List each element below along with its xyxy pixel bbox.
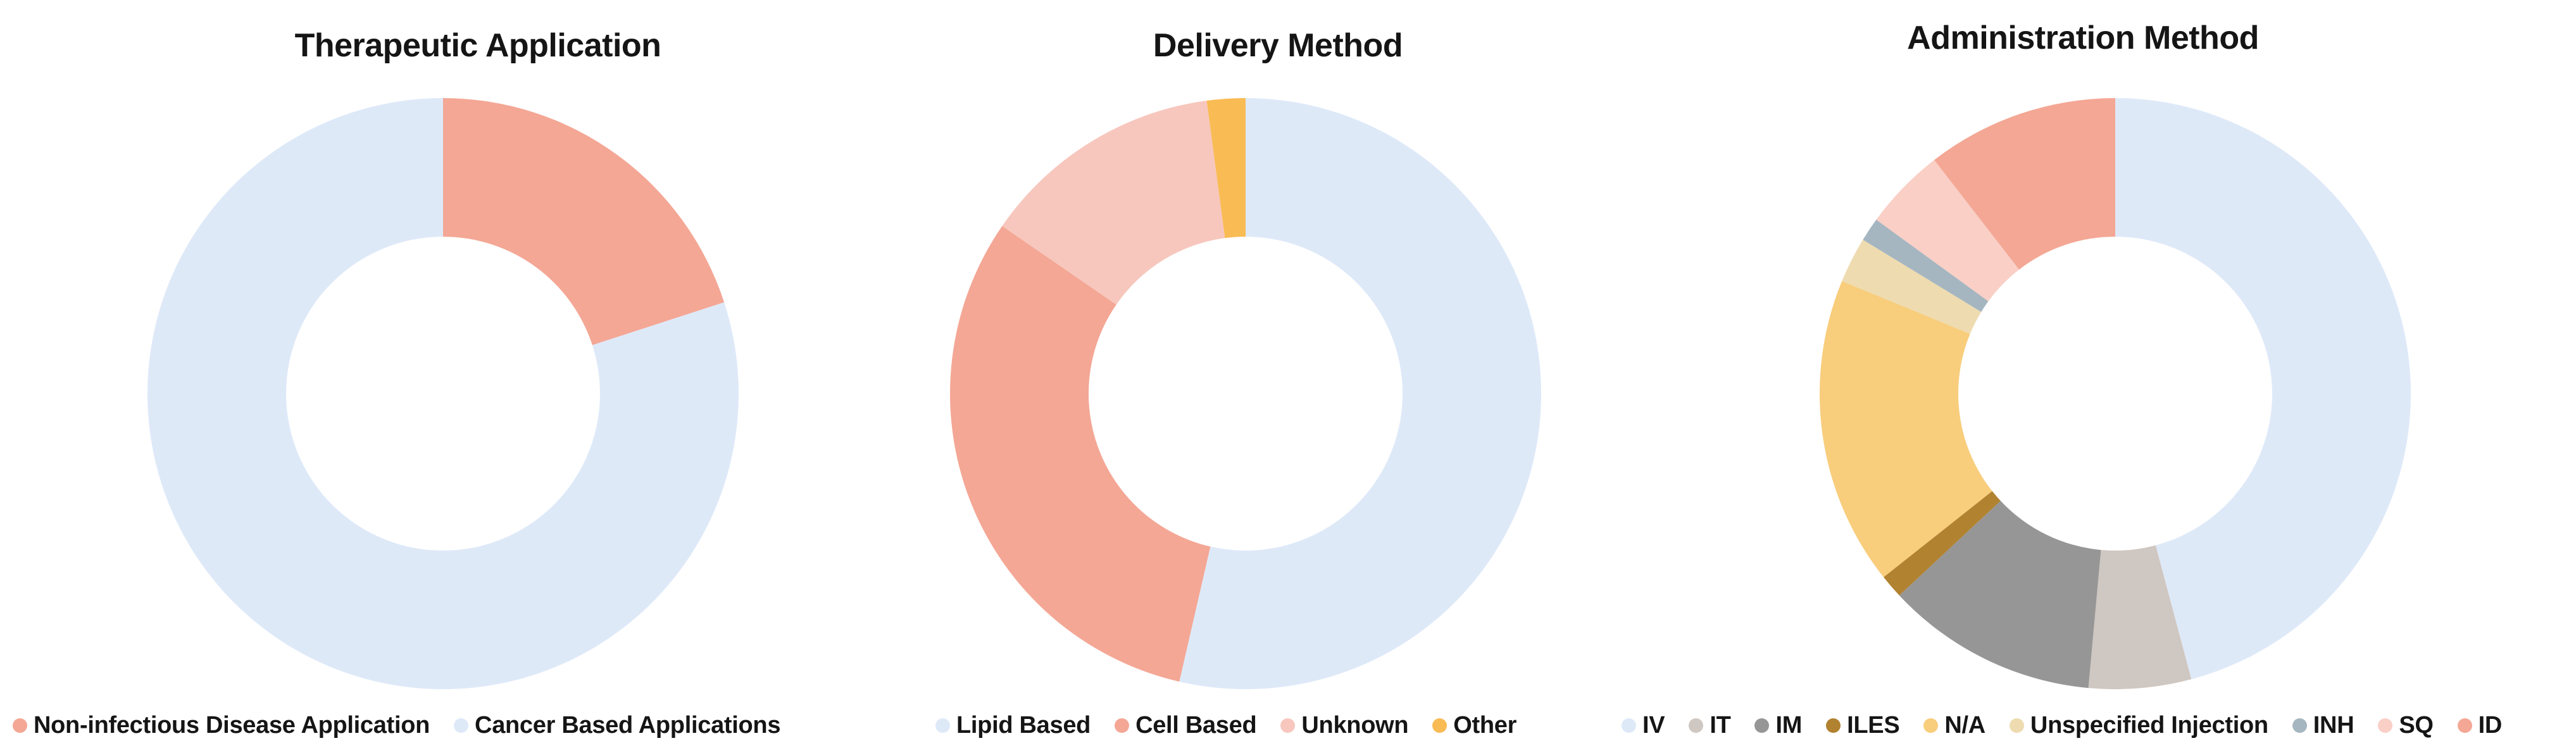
pie-slice-inh[interactable]: [1863, 220, 1989, 312]
pie-slice-iv[interactable]: [2115, 98, 2411, 680]
legend-label-unknown: Unknown: [1301, 711, 1409, 739]
legend-item-sq[interactable]: SQ: [2378, 711, 2434, 739]
pie-slice-id[interactable]: [1934, 98, 2115, 270]
legend-label-unspecified-injection: Unspecified Injection: [2030, 711, 2268, 739]
legend-swatch-lipid-based: [935, 718, 950, 733]
legend-swatch-unspecified-injection: [2009, 718, 2024, 733]
donut-therapeutic-application: [147, 98, 739, 689]
legend-label-n-a: N/A: [1944, 711, 1985, 739]
legend-item-n-a[interactable]: N/A: [1923, 712, 1985, 739]
legend-label-inh: INH: [2313, 711, 2354, 739]
legend-swatch-other: [1432, 718, 1447, 733]
legend-label-lipid-based: Lipid Based: [956, 711, 1091, 739]
legend-item-non-infectious-disease-application[interactable]: Non-infectious Disease Application: [13, 712, 430, 739]
legend-label-sq: SQ: [2399, 711, 2434, 739]
legend-item-unknown[interactable]: Unknown: [1280, 711, 1409, 739]
legend-swatch-iles: [1826, 718, 1841, 733]
legend-administration-method: IV IT IM ILES N/A Unspecified Injection INH SQ I…: [1622, 708, 2502, 743]
legend-item-unspecified-injection[interactable]: Unspecified Injection: [2009, 711, 2268, 739]
donut-delivery-method: [950, 98, 1541, 689]
legend-label-iles: ILES: [1847, 711, 1900, 739]
legend-item-id[interactable]: ID: [2457, 711, 2503, 739]
legend-item-cancer-based-applications[interactable]: Cancer Based Applications: [454, 712, 780, 739]
legend-delivery-method: Lipid Based Cell Based Unknown Other: [935, 708, 1516, 743]
legend-label-im: IM: [1775, 711, 1803, 739]
pie-slice-sq[interactable]: [1876, 159, 2020, 302]
pie-slice-cell-based[interactable]: [950, 226, 1211, 682]
legend-swatch-iv: [1622, 718, 1636, 733]
pie-slice-n-a[interactable]: [1820, 281, 1992, 578]
legend-swatch-cancer-based-applications: [454, 718, 469, 733]
legend-swatch-inh: [2292, 718, 2307, 733]
legend-swatch-cell-based: [1115, 718, 1130, 733]
chart-title-administration-method: Administration Method: [1907, 20, 2259, 56]
legend-label-id: ID: [2478, 711, 2503, 739]
pie-slice-iles[interactable]: [1883, 491, 2001, 596]
legend-swatch-id: [2457, 718, 2472, 733]
legend-label-non-infectious-disease-application: Non-infectious Disease Application: [34, 711, 430, 739]
legend-label-other: Other: [1453, 711, 1517, 739]
pie-slice-other[interactable]: [1206, 98, 1246, 239]
pie-slice-cancer-based-applications[interactable]: [147, 98, 739, 689]
legend-swatch-non-infectious-disease-application: [13, 718, 27, 733]
pie-slice-unspecified-injection[interactable]: [1842, 239, 1982, 334]
legend-swatch-n-a: [1923, 718, 1939, 733]
legend-item-iv[interactable]: IV: [1622, 712, 1665, 739]
legend-label-iv: IV: [1642, 711, 1665, 739]
legend-label-it: IT: [1710, 711, 1731, 739]
legend-swatch-unknown: [1280, 718, 1296, 733]
pie-slice-im[interactable]: [1899, 501, 2101, 689]
donut-administration-method: [1820, 98, 2411, 689]
legend-item-lipid-based[interactable]: Lipid Based: [935, 712, 1091, 739]
legend-swatch-sq: [2378, 718, 2393, 733]
legend-therapeutic-application: Non-infectious Disease Application Cancer…: [13, 708, 780, 743]
legend-item-iles[interactable]: ILES: [1826, 711, 1900, 739]
legend-item-im[interactable]: IM: [1754, 712, 1802, 739]
pie-slice-non-infectious-disease-application[interactable]: [443, 98, 725, 346]
legend-item-it[interactable]: IT: [1689, 711, 1731, 739]
legend-swatch-im: [1754, 718, 1770, 733]
legend-label-cancer-based-applications: Cancer Based Applications: [475, 711, 781, 739]
legend-item-other[interactable]: Other: [1432, 712, 1516, 739]
legend-label-cell-based: Cell Based: [1135, 711, 1257, 739]
pie-slice-it[interactable]: [2088, 545, 2192, 689]
chart-title-delivery-method: Delivery Method: [1153, 27, 1403, 64]
legend-item-cell-based[interactable]: Cell Based: [1115, 711, 1257, 739]
pie-slice-lipid-based[interactable]: [1179, 98, 1541, 689]
pie-slice-unknown[interactable]: [1002, 101, 1225, 305]
legend-item-inh[interactable]: INH: [2292, 712, 2354, 739]
legend-swatch-it: [1689, 718, 1704, 733]
chart-title-therapeutic-application: Therapeutic Application: [294, 27, 661, 64]
